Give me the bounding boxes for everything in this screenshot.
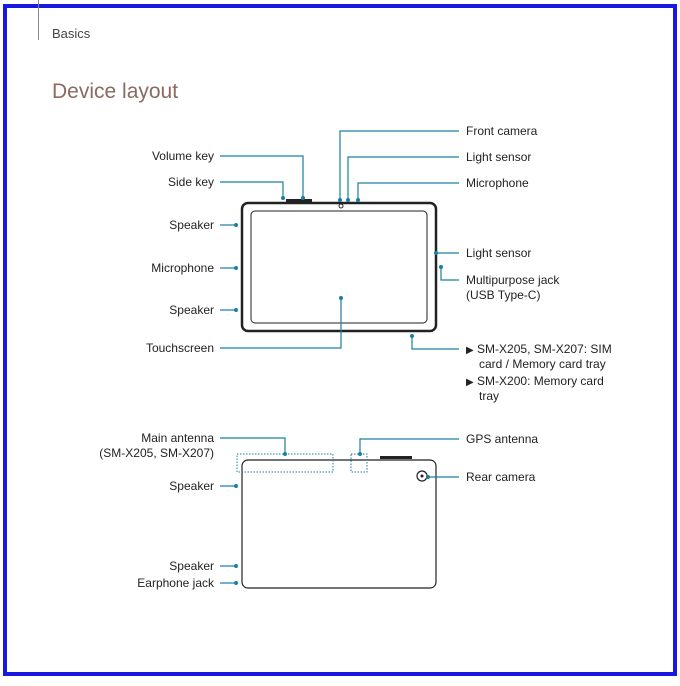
main-antenna-area (236, 453, 334, 473)
label-microphone-left: Microphone (151, 261, 214, 275)
tablet-back-body (241, 459, 437, 589)
label-touchscreen: Touchscreen (145, 341, 214, 355)
tray-note-1: ▶ SM-X205, SM-X207: SIM (466, 342, 612, 356)
label-front-camera: Front camera (466, 124, 538, 138)
page-title: Device layout (52, 80, 179, 103)
bullet-icon: ▶ (466, 377, 474, 388)
header-rule (38, 0, 39, 40)
page-border (3, 4, 677, 676)
label-light-sensor-top: Light sensor (466, 150, 532, 164)
front-leader-lines (220, 130, 459, 350)
tray-note-2: ▶ SM-X200: Memory card (466, 374, 604, 388)
front-top-keys (286, 199, 312, 203)
label-speaker-bottom: Speaker (169, 303, 214, 317)
label-speaker-top: Speaker (169, 218, 214, 232)
label-speaker-back-bottom: Speaker (169, 559, 214, 573)
back-top-keys (380, 456, 412, 459)
label-volume-key: Volume key (151, 149, 214, 163)
label-speaker-back-top: Speaker (169, 479, 214, 493)
tablet-front-body (240, 201, 438, 333)
tablet-front-screen (250, 210, 428, 324)
front-leader-dots (234, 196, 443, 338)
label-microphone-right: Microphone (466, 176, 529, 190)
label-main-antenna: Main antenna (141, 431, 214, 445)
tray-note-1-cont: card / Memory card tray (479, 357, 606, 371)
front-camera-dot (338, 203, 344, 209)
tray-note-2-cont: tray (479, 389, 500, 403)
section-header: Basics (52, 26, 91, 41)
label-light-sensor-side: Light sensor (466, 246, 532, 260)
label-earphone-jack: Earphone jack (137, 576, 214, 590)
label-gps-antenna: GPS antenna (466, 432, 539, 446)
bullet-icon: ▶ (466, 345, 474, 356)
label-side-key: Side key (167, 175, 214, 189)
back-leader-lines (220, 437, 459, 584)
label-multipurpose-jack: Multipurpose jack (466, 273, 560, 287)
label-rear-camera: Rear camera (466, 470, 536, 484)
label-multipurpose-jack-note: (USB Type-C) (466, 288, 541, 302)
label-main-antenna-note: (SM-X205, SM-X207) (99, 446, 214, 460)
gps-antenna-area (350, 453, 368, 473)
back-leader-dots (234, 452, 430, 585)
